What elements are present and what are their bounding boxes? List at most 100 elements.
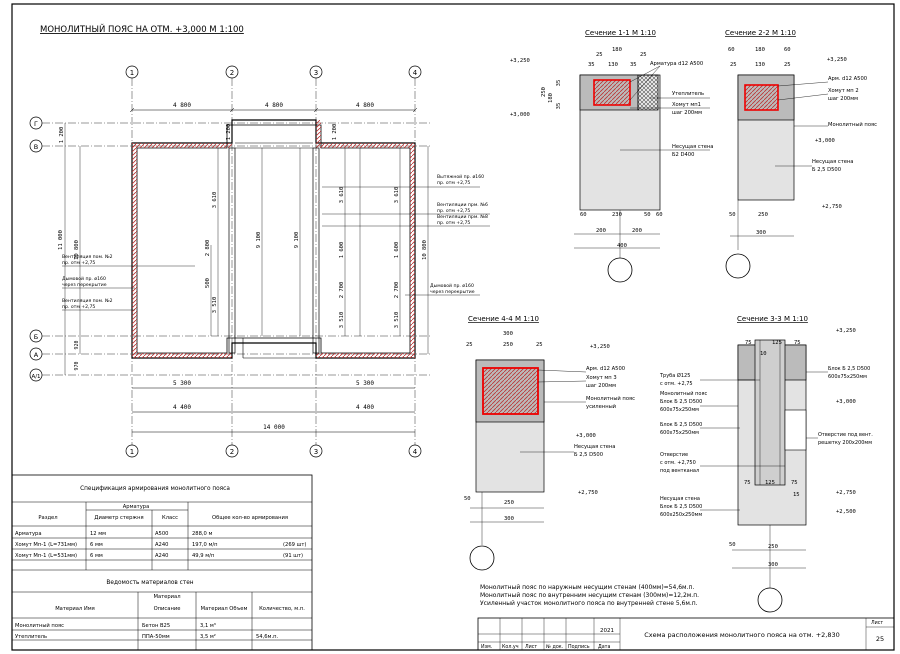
svg-text:10 800: 10 800 xyxy=(422,240,428,260)
svg-text:250: 250 xyxy=(503,342,513,348)
svg-text:970: 970 xyxy=(74,361,80,370)
svg-text:130: 130 xyxy=(755,62,765,68)
svg-text:180: 180 xyxy=(548,93,554,103)
svg-text:Монолитный пояс по внутренним: Монолитный пояс по внутренним несущим ст… xyxy=(480,592,699,599)
svg-text:1 200: 1 200 xyxy=(226,124,232,141)
svg-text:Материал: Материал xyxy=(153,594,180,600)
svg-text:Бетон В25: Бетон В25 xyxy=(142,623,170,629)
svg-text:2 800: 2 800 xyxy=(205,240,211,257)
svg-text:Б 2,5 D500: Б 2,5 D500 xyxy=(812,167,841,173)
svg-text:А500: А500 xyxy=(155,531,168,537)
svg-text:5 300: 5 300 xyxy=(356,380,374,387)
plan-walls xyxy=(131,119,416,359)
svg-text:75: 75 xyxy=(794,340,801,346)
svg-text:35: 35 xyxy=(588,62,595,68)
svg-text:Г: Г xyxy=(34,120,38,128)
svg-text:4 400: 4 400 xyxy=(173,404,191,411)
svg-text:Вентиляции прм. №6: Вентиляции прм. №6 xyxy=(437,202,488,208)
svg-text:Монолитный пояс: Монолитный пояс xyxy=(15,622,64,629)
svg-text:3 510: 3 510 xyxy=(212,297,218,314)
svg-text:197,0 м/п: 197,0 м/п xyxy=(192,542,218,548)
svg-text:шаг 200мм: шаг 200мм xyxy=(586,383,616,389)
svg-text:10: 10 xyxy=(760,351,767,357)
svg-text:Хомут мп 3: Хомут мп 3 xyxy=(586,375,617,381)
svg-text:180: 180 xyxy=(612,47,622,53)
svg-text:60: 60 xyxy=(784,47,791,53)
svg-text:пр. отм +2,75: пр. отм +2,75 xyxy=(437,180,470,186)
svg-text:Несущая стена: Несущая стена xyxy=(574,444,616,450)
plan-inner-dims xyxy=(210,148,401,336)
svg-text:Лист: Лист xyxy=(871,620,883,626)
svg-text:300: 300 xyxy=(756,230,766,236)
plan-top-dimensions xyxy=(129,107,418,113)
plan-bottom-dims xyxy=(132,387,415,433)
svg-text:75: 75 xyxy=(744,480,751,486)
svg-text:Вытяжной пр. ø160: Вытяжной пр. ø160 xyxy=(437,173,484,180)
svg-text:25: 25 xyxy=(596,52,603,58)
svg-text:250: 250 xyxy=(768,544,778,550)
svg-text:(269 шт): (269 шт) xyxy=(283,542,306,548)
svg-text:Вентиляции прм. №8: Вентиляции прм. №8 xyxy=(437,214,488,220)
svg-text:Материал Имя: Материал Имя xyxy=(55,606,95,612)
svg-text:200: 200 xyxy=(632,228,642,234)
svg-text:через перекрытие: через перекрытие xyxy=(430,290,475,295)
svg-text:2 700: 2 700 xyxy=(339,282,345,299)
svg-text:пр. отм +2,75: пр. отм +2,75 xyxy=(62,304,95,310)
svg-text:300: 300 xyxy=(768,562,778,568)
svg-text:250: 250 xyxy=(504,500,514,506)
svg-text:Арм. d12 А500: Арм. d12 А500 xyxy=(586,366,625,372)
plan-view: МОНОЛИТНЫЙ ПОЯС НА ОТМ. +3,000 М 1:100 1… xyxy=(29,23,490,458)
svg-text:Блок Б 2,5 D500: Блок Б 2,5 D500 xyxy=(660,399,702,405)
svg-text:180: 180 xyxy=(755,47,765,53)
svg-text:Труба Ø125: Труба Ø125 xyxy=(659,372,690,379)
svg-text:75: 75 xyxy=(791,480,798,486)
svg-text:Дымовой пр. ø160: Дымовой пр. ø160 xyxy=(62,275,106,282)
svg-text:10 800: 10 800 xyxy=(74,240,80,260)
svg-text:Отверстие: Отверстие xyxy=(660,452,688,458)
svg-text:Кол.уч: Кол.уч xyxy=(502,644,519,650)
svg-text:25: 25 xyxy=(536,342,543,348)
svg-text:Утеплитель: Утеплитель xyxy=(15,634,47,640)
svg-text:2: 2 xyxy=(230,448,234,456)
svg-text:пр. отм +2,75: пр. отм +2,75 xyxy=(437,220,470,226)
svg-text:25: 25 xyxy=(730,62,737,68)
svg-text:Диаметр стержня: Диаметр стержня xyxy=(94,515,143,521)
axis-4-label: 4 xyxy=(413,69,418,77)
svg-text:пр. отм +2,75: пр. отм +2,75 xyxy=(62,260,95,266)
section-3-3: Сечение 3-3 М 1:10 75 10 125 75 +3,250 +… xyxy=(659,315,873,613)
svg-text:50: 50 xyxy=(464,496,471,502)
svg-text:+3,000: +3,000 xyxy=(836,399,856,405)
svg-text:Сечение 1-1 М 1:10: Сечение 1-1 М 1:10 xyxy=(585,29,656,37)
svg-text:3 510: 3 510 xyxy=(394,312,400,329)
svg-text:75: 75 xyxy=(745,340,752,346)
svg-text:А: А xyxy=(34,351,39,359)
svg-text:2 700: 2 700 xyxy=(394,282,400,299)
svg-text:Дымовой пр. ø160: Дымовой пр. ø160 xyxy=(430,282,474,289)
svg-text:288,0 м: 288,0 м xyxy=(192,531,212,537)
svg-text:+3,000: +3,000 xyxy=(576,433,596,439)
svg-text:300: 300 xyxy=(503,331,513,337)
plan-callouts: Вытяжной пр. ø160 пр. отм +2,75 Вентиляц… xyxy=(62,173,488,310)
svg-text:Утеплитель: Утеплитель xyxy=(672,91,704,97)
svg-text:6 мм: 6 мм xyxy=(90,542,103,548)
svg-text:Б 2,5 D500: Б 2,5 D500 xyxy=(574,452,603,458)
svg-text:9 100: 9 100 xyxy=(256,232,262,249)
svg-text:+3,250: +3,250 xyxy=(836,328,856,334)
svg-text:54,6м.п.: 54,6м.п. xyxy=(256,634,279,640)
svg-text:Монолитный пояс: Монолитный пояс xyxy=(586,395,635,402)
svg-text:60: 60 xyxy=(580,212,587,218)
svg-text:4: 4 xyxy=(413,448,418,456)
svg-text:Арматура: Арматура xyxy=(123,504,150,510)
svg-text:Монолитный пояс: Монолитный пояс xyxy=(660,390,707,397)
svg-text:400: 400 xyxy=(617,243,627,249)
svg-text:3 610: 3 610 xyxy=(339,187,345,204)
svg-text:через перекрытие: через перекрытие xyxy=(62,283,107,288)
svg-text:3,5 м²: 3,5 м² xyxy=(200,634,216,640)
svg-text:№ док.: № док. xyxy=(546,644,563,650)
svg-text:920: 920 xyxy=(74,340,80,349)
svg-text:2021: 2021 xyxy=(600,628,614,634)
svg-text:Количество, м.п.: Количество, м.п. xyxy=(259,606,305,612)
axis-2-label: 2 xyxy=(230,69,234,77)
svg-text:3 610: 3 610 xyxy=(394,187,400,204)
